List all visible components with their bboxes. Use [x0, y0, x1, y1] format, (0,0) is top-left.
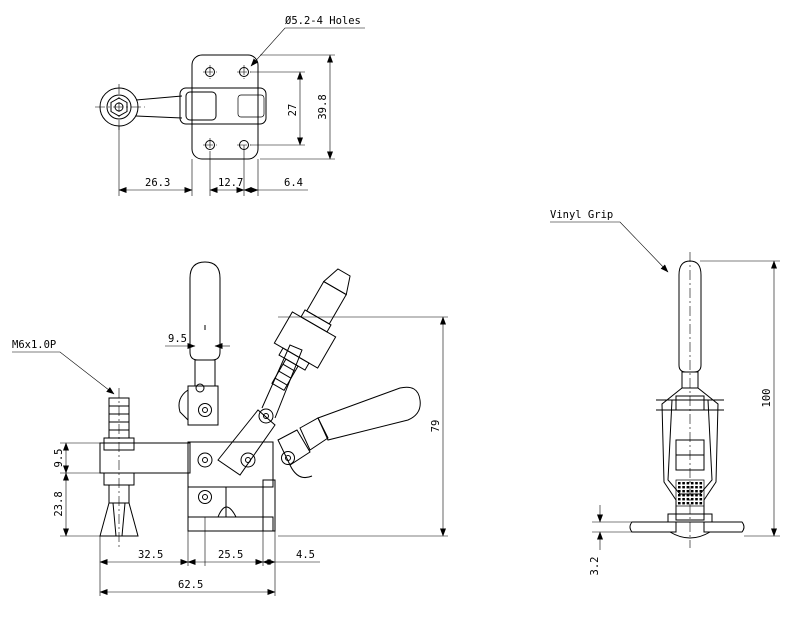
front-main-body [187, 441, 274, 488]
top-view: Ø5.2-4 Holes 26.3 12.7 6.4 27 39.8 [95, 15, 365, 196]
top-base-plate [191, 54, 259, 160]
dim-front-3: 23.8 [53, 491, 65, 516]
side-handle-grip [678, 260, 702, 373]
front-view: M6x1.0P 9.5 9.5 23.8 32.5 25.5 4.5 62.5 … [12, 261, 448, 596]
front-base-flange [187, 516, 274, 532]
dim-top-4: 27 [287, 104, 299, 117]
dim-top-5: 39.8 [317, 94, 329, 119]
dim-top-3: 6.4 [284, 177, 303, 189]
dim-front-2: 9.5 [53, 449, 65, 468]
dim-front-6: 4.5 [296, 549, 315, 561]
grip-callout: Vinyl Grip [550, 209, 613, 221]
front-open-handle-grip [317, 386, 421, 441]
dim-side-2: 3.2 [589, 557, 601, 576]
side-base-plate [629, 521, 677, 533]
top-body [179, 87, 267, 125]
holes-callout: Ø5.2-4 Holes [285, 15, 361, 27]
front-spindle-cap [99, 502, 139, 537]
front-handle-grip [189, 261, 221, 361]
side-view: Vinyl Grip 100 3.2 [550, 209, 780, 575]
dim-front-4: 32.5 [138, 549, 163, 561]
dim-front-7: 62.5 [178, 579, 203, 591]
dim-front-8: 79 [430, 420, 442, 433]
mounting-holes [203, 65, 251, 152]
dim-front-5: 25.5 [218, 549, 243, 561]
thread-callout: M6x1.0P [12, 339, 56, 351]
dim-top-1: 26.3 [145, 177, 170, 189]
dim-top-2: 12.7 [218, 177, 243, 189]
dim-front-1: 9.5 [168, 333, 187, 345]
dim-side-1: 100 [761, 389, 773, 408]
